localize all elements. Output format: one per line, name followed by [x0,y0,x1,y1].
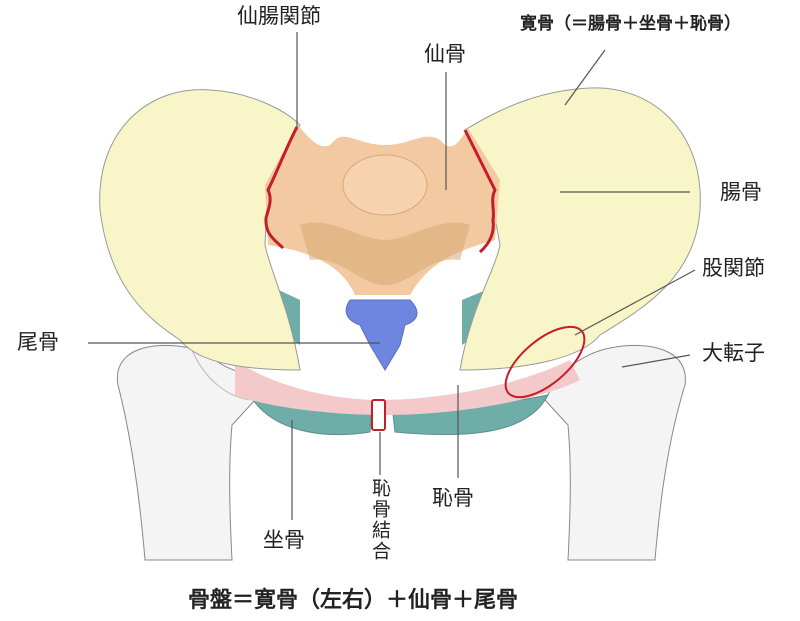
label-hip-joint: 股関節 [702,256,765,280]
pubis-region [235,360,580,415]
label-ilium: 腸骨 [720,180,762,204]
sacrum-region [265,125,500,295]
left-femur [116,344,256,561]
coccyx-region [345,299,418,371]
right-femur [544,344,686,561]
ilium-left [99,89,301,371]
label-coccyx: 尾骨 [17,330,59,354]
sacroiliac-joint-right-outline [463,129,497,254]
leader-lines [88,32,696,520]
label-pubic-symphysis: 恥骨結合 [369,478,391,562]
label-hip-bone: 寛骨（＝腸骨＋坐骨＋恥骨） [520,14,741,34]
label-sacroiliac-joint: 仙腸関節 [237,4,321,28]
pelvis-formula: 骨盤＝寛骨（左右）＋仙骨＋尾骨 [188,588,519,613]
label-ischium: 坐骨 [263,528,305,552]
label-greater-trochanter: 大転子 [702,341,765,365]
label-pubis: 恥骨 [432,486,474,510]
pubic-symphysis-outline [371,399,386,431]
label-sacrum: 仙骨 [424,42,466,66]
sacroiliac-joint-left-outline [264,126,299,250]
ilium-right [459,87,701,371]
